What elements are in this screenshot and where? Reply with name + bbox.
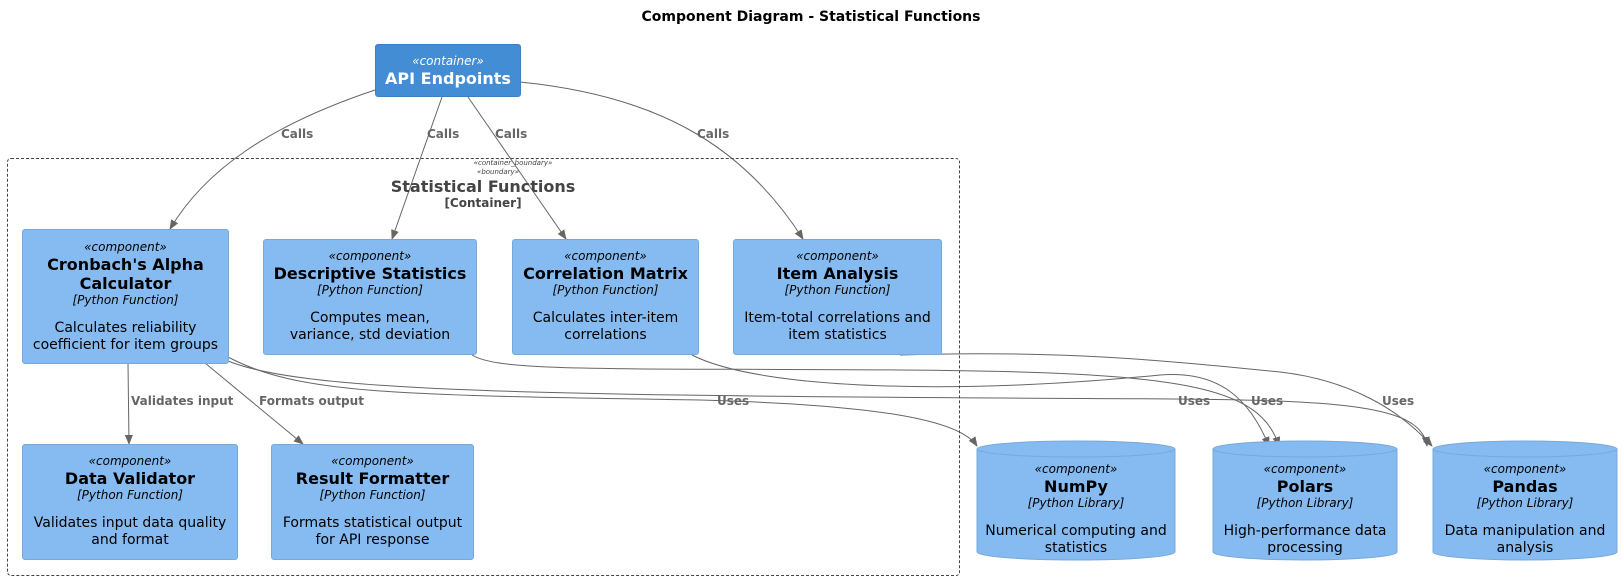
correlation-desc: Calculates inter-item correlations bbox=[532, 310, 679, 343]
boundary-header: «container_boundary» «boundary» Statisti… bbox=[380, 159, 586, 210]
edge-label-uses-polars-a: Uses bbox=[1178, 394, 1211, 408]
statistical-functions-boundary bbox=[7, 158, 960, 576]
api-endpoints-node[interactable]: «container» API Endpoints bbox=[375, 44, 521, 97]
correlation-stereotype: «component» bbox=[564, 249, 647, 263]
pandas-stereotype: «component» bbox=[1483, 462, 1567, 476]
descriptive-name: Descriptive Statistics bbox=[273, 264, 467, 283]
formatter-desc: Formats statistical output for API respo… bbox=[282, 515, 463, 548]
item-analysis-node[interactable]: «component» Item Analysis [Python Functi… bbox=[733, 239, 942, 355]
edge-label-calls-4: Calls bbox=[697, 127, 730, 141]
edge-label-uses-polars-b: Uses bbox=[1251, 394, 1284, 408]
descriptive-tech: [Python Function] bbox=[317, 283, 423, 297]
item-tech: [Python Function] bbox=[784, 283, 891, 297]
edge-cronbach-pandas bbox=[227, 360, 1430, 447]
formatter-stereotype: «component» bbox=[331, 454, 414, 468]
boundary-title: Statistical Functions bbox=[390, 177, 576, 196]
data-validator-node[interactable]: «component» Data Validator [Python Funct… bbox=[22, 444, 238, 560]
edge-cronbach-formatter bbox=[204, 362, 304, 445]
correlation-matrix-node[interactable]: «component» Correlation Matrix [Python F… bbox=[512, 239, 699, 355]
numpy-tech: [Python Library] bbox=[1027, 496, 1125, 510]
item-desc: Item-total correlations and item statist… bbox=[744, 310, 931, 343]
numpy-stereotype: «component» bbox=[1034, 462, 1118, 476]
validator-desc: Validates input data quality and format bbox=[33, 515, 227, 548]
validator-stereotype: «component» bbox=[88, 454, 172, 468]
edge-label-calls-3: Calls bbox=[495, 127, 528, 141]
edge-label-calls-2: Calls bbox=[427, 127, 460, 141]
formatter-name: Result Formatter bbox=[295, 469, 450, 488]
validator-name: Data Validator bbox=[64, 469, 196, 488]
edge-api-cronbach bbox=[169, 89, 376, 230]
numpy-node[interactable]: «component» NumPy [Python Library] Numer… bbox=[977, 462, 1175, 557]
edge-cronbach-validator bbox=[124, 362, 133, 445]
polars-desc: High-performance data processing bbox=[1223, 523, 1387, 556]
descriptive-stereotype: «component» bbox=[328, 249, 412, 263]
pandas-name: Pandas bbox=[1492, 477, 1558, 496]
correlation-name: Correlation Matrix bbox=[523, 264, 688, 283]
item-name: Item Analysis bbox=[776, 264, 899, 283]
correlation-tech: [Python Function] bbox=[552, 283, 659, 297]
edge-label-validates-input: Validates input bbox=[131, 394, 234, 408]
pandas-node[interactable]: «component» Pandas [Python Library] Data… bbox=[1433, 462, 1617, 557]
cronbach-alpha-node[interactable]: «component» Cronbach's Alpha Calculator … bbox=[22, 229, 229, 364]
edge-cronbach-numpy bbox=[227, 356, 978, 447]
pandas-desc: Data manipulation and analysis bbox=[1444, 523, 1606, 556]
descriptive-desc: Computes mean, variance, std deviation bbox=[289, 310, 451, 343]
edge-api-descriptive bbox=[391, 96, 443, 240]
edge-label-formats-output: Formats output bbox=[259, 394, 364, 408]
boundary-stereotype-2: «boundary» bbox=[477, 168, 519, 176]
polars-node[interactable]: «component» Polars [Python Library] High… bbox=[1213, 462, 1397, 557]
api-stereotype: «container» bbox=[412, 54, 484, 68]
edge-descriptive-polars bbox=[471, 354, 1281, 447]
edge-correlation-polars bbox=[691, 354, 1270, 447]
validator-tech: [Python Function] bbox=[77, 488, 183, 502]
edge-api-item bbox=[519, 81, 804, 240]
boundary-type: [Container] bbox=[444, 196, 522, 210]
edge-label-calls-1: Calls bbox=[281, 127, 314, 141]
numpy-name: NumPy bbox=[1044, 477, 1108, 496]
polars-tech: [Python Library] bbox=[1256, 496, 1354, 510]
pandas-cylinder bbox=[1432, 440, 1618, 561]
pandas-tech: [Python Library] bbox=[1476, 496, 1574, 510]
numpy-desc: Numerical computing and statistics bbox=[985, 523, 1167, 556]
polars-cylinder bbox=[1212, 440, 1398, 561]
edge-label-uses-pandas: Uses bbox=[1382, 394, 1415, 408]
edge-api-correlation bbox=[467, 96, 567, 240]
formatter-tech: [Python Function] bbox=[319, 488, 426, 502]
descriptive-statistics-node[interactable]: «component» Descriptive Statistics [Pyth… bbox=[263, 239, 477, 355]
item-stereotype: «component» bbox=[796, 249, 879, 263]
result-formatter-node[interactable]: «component» Result Formatter [Python Fun… bbox=[271, 444, 474, 560]
polars-stereotype: «component» bbox=[1263, 462, 1347, 476]
cronbach-stereotype: «component» bbox=[84, 240, 167, 254]
api-name: API Endpoints bbox=[385, 69, 511, 88]
cronbach-desc: Calculates reliability coefficient for i… bbox=[32, 320, 219, 353]
numpy-cylinder bbox=[976, 440, 1176, 561]
cronbach-tech: [Python Function] bbox=[72, 293, 179, 307]
diagram-title: Component Diagram - Statistical Function… bbox=[641, 9, 981, 25]
edge-label-uses-numpy: Uses bbox=[717, 394, 750, 408]
polars-name: Polars bbox=[1276, 477, 1334, 496]
boundary-stereotype-1: «container_boundary» bbox=[473, 159, 553, 167]
edge-item-pandas bbox=[899, 353, 1433, 447]
cronbach-name: Cronbach's Alpha Calculator bbox=[47, 255, 204, 293]
